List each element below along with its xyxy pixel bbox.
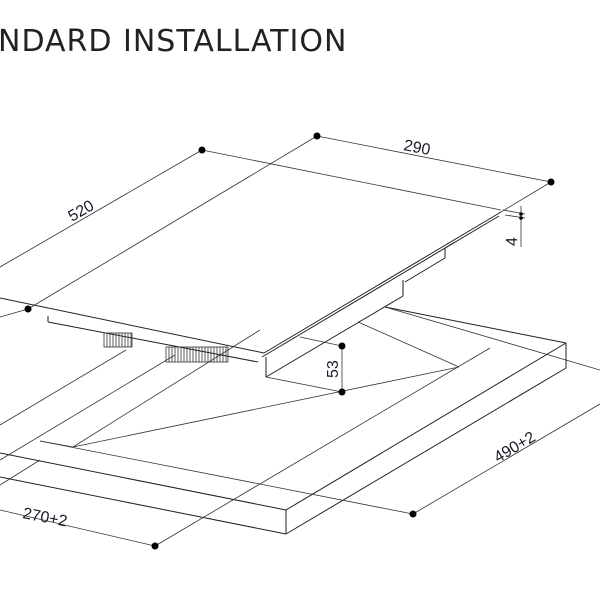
extension-lines <box>0 135 600 515</box>
dim-label-520: 520 <box>66 197 98 225</box>
vent-left <box>103 332 133 348</box>
dim-label-4: 4 <box>504 237 521 246</box>
dim-point <box>338 388 346 396</box>
dim-label-270: 270+2 <box>21 505 68 530</box>
hob <box>0 211 502 378</box>
page-title: NDARD INSTALLATION <box>0 24 348 59</box>
dimension-lines <box>0 132 600 550</box>
dim-point <box>547 178 555 186</box>
dim-point <box>338 342 346 350</box>
dim-label-290: 290 <box>402 137 432 159</box>
dim-line-290 <box>316 135 552 183</box>
dim-point <box>519 212 523 216</box>
dim-line-270 <box>0 509 156 547</box>
dim-point <box>24 305 32 313</box>
dim-point <box>198 146 206 154</box>
dim-point <box>313 132 321 140</box>
dim-point <box>519 216 523 220</box>
dim-label-53: 53 <box>325 360 342 378</box>
dim-point <box>409 510 417 518</box>
dim-line-490 <box>412 403 600 515</box>
dim-label-490: 490+2 <box>491 429 538 467</box>
worktop <box>0 306 567 535</box>
vent-right <box>165 346 229 363</box>
dim-point <box>151 542 159 550</box>
dim-line-520 <box>0 149 203 268</box>
